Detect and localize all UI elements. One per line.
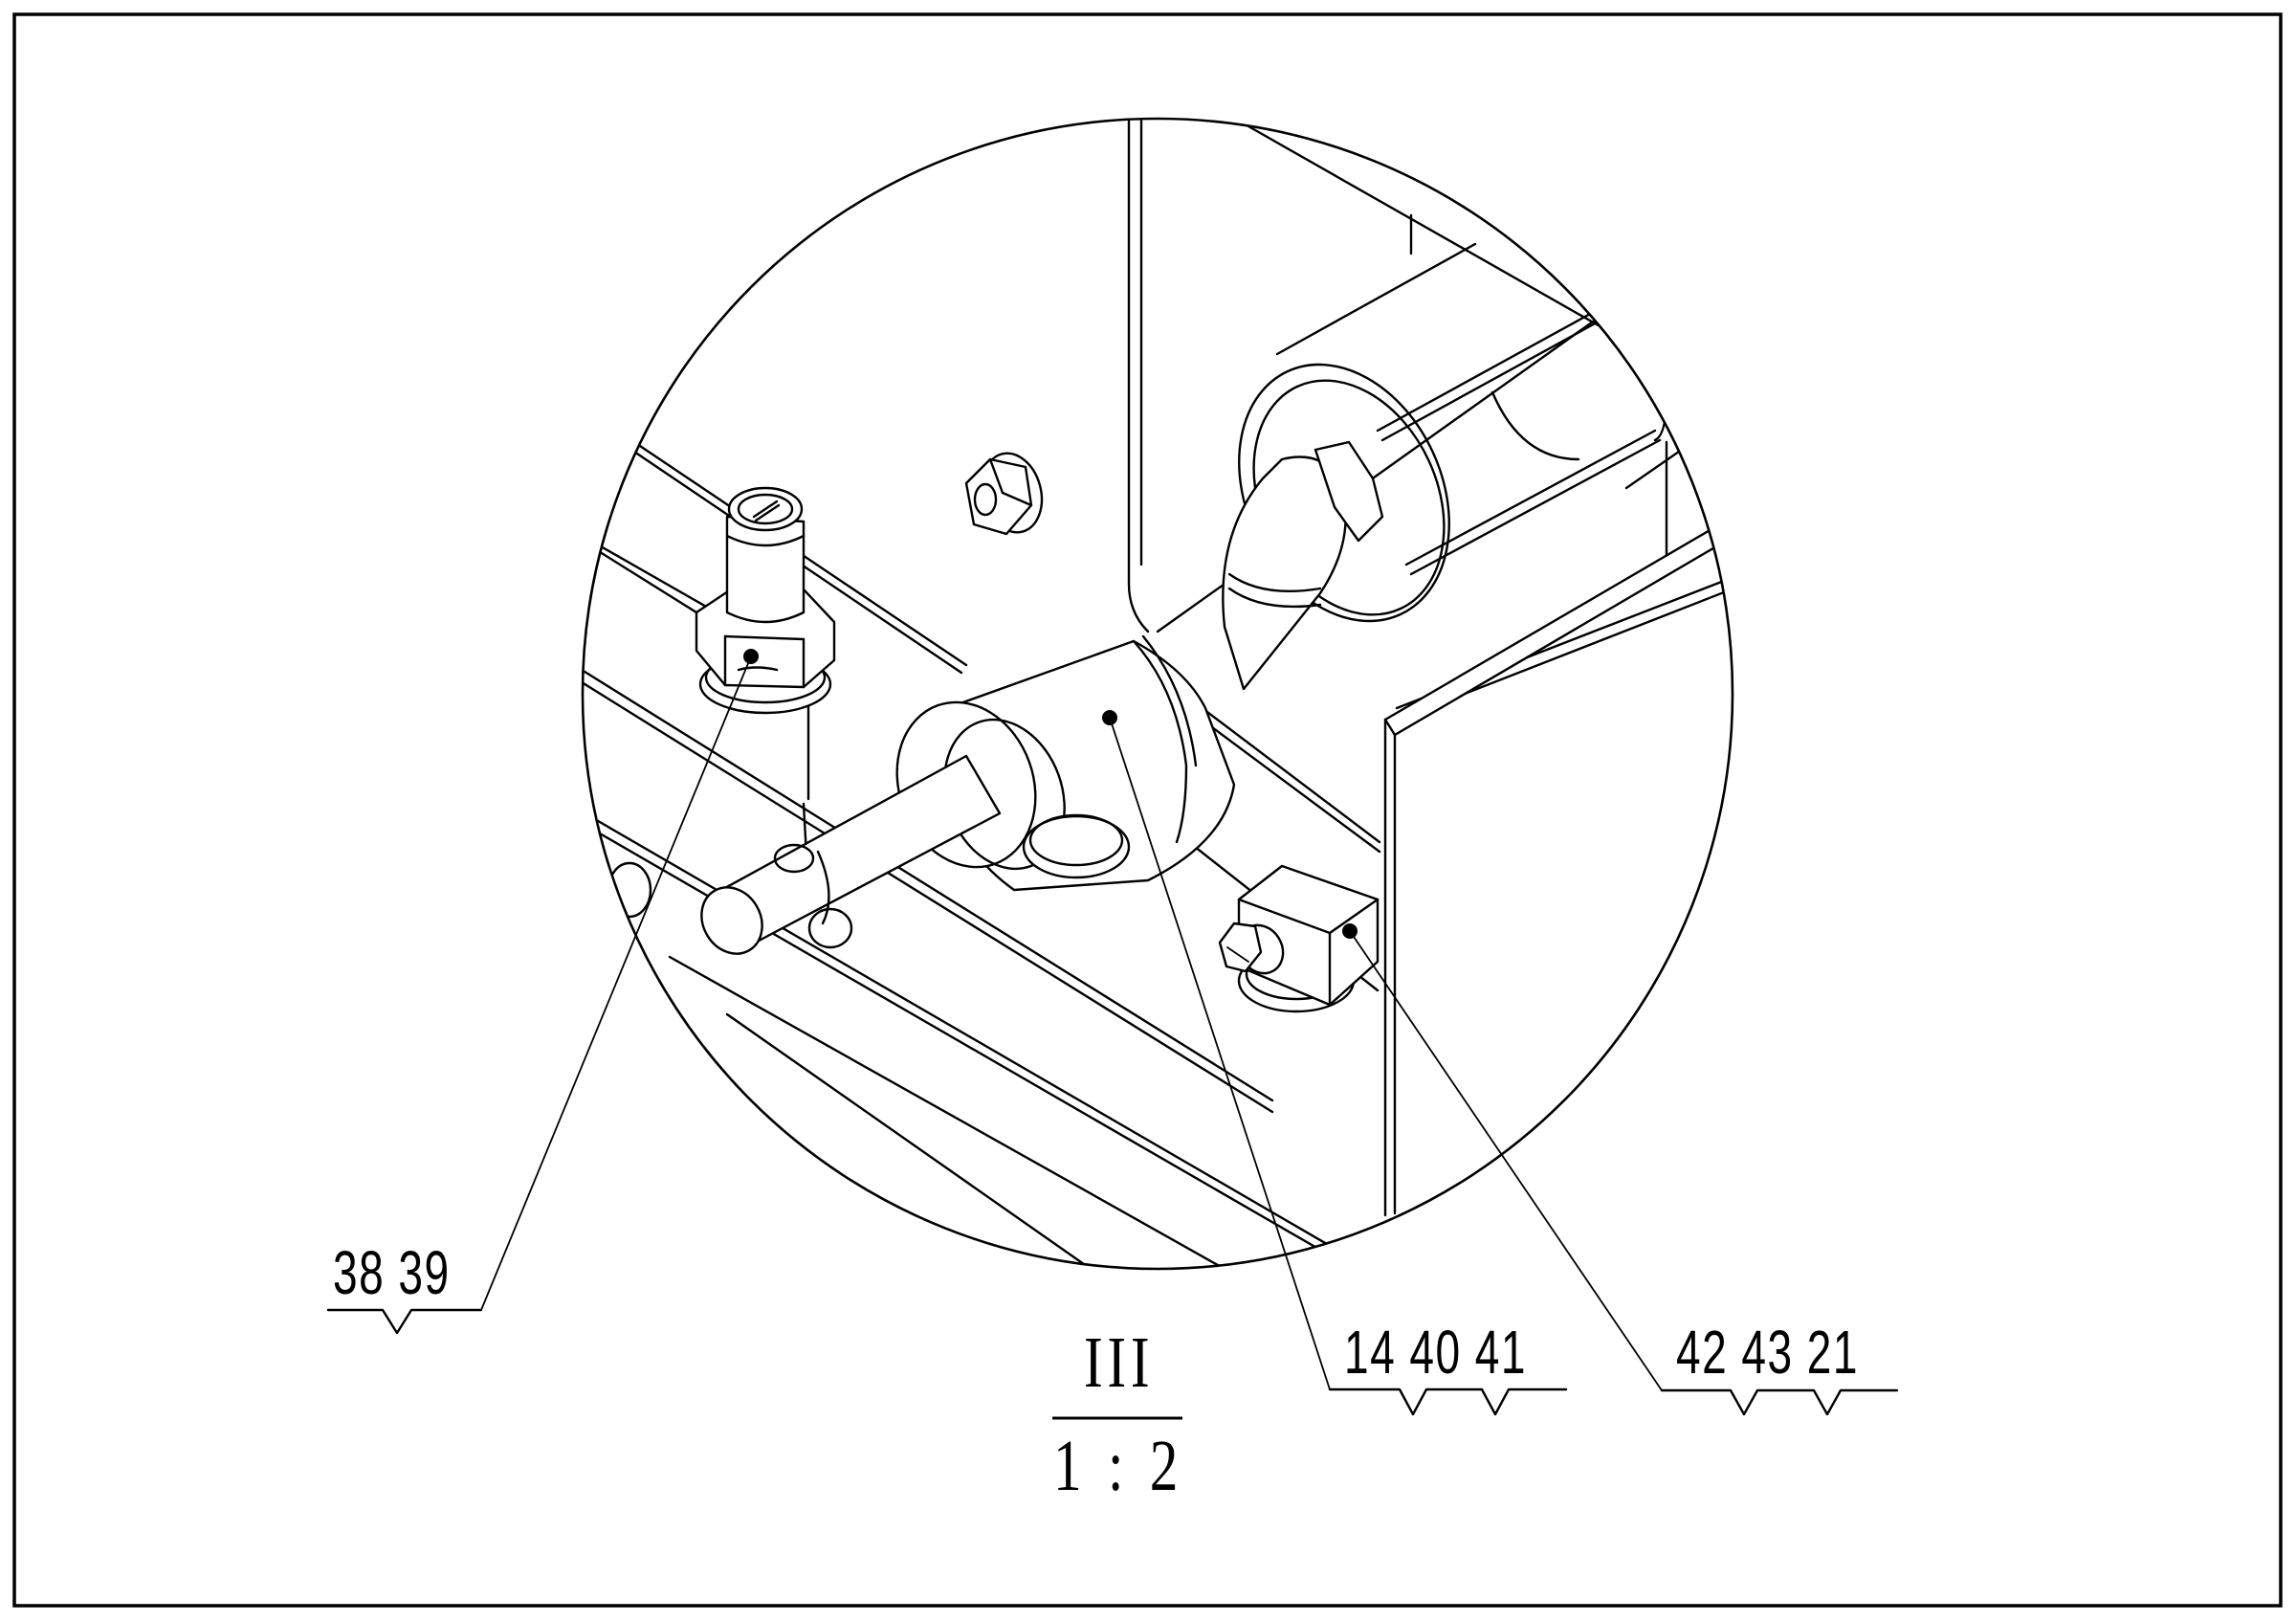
callout-42-43-21-label: 42 43 21 [1676,1318,1859,1387]
sheet-frame [12,12,2283,1608]
view-title: III [1084,1322,1155,1403]
callout-42-43-21-leader [1342,923,1899,1416]
detail-circle [581,117,1734,1271]
view-scale: 1 : 2 [1053,1426,1184,1506]
callout-14-40-41-leader [1102,710,1568,1416]
callout-14-40-41-label: 14 40 41 [1344,1318,1527,1387]
callout-38-39-label: 38 39 [333,1238,451,1307]
detail-view-geometry [583,119,1733,1269]
callout-38-39-leader [326,649,759,1335]
